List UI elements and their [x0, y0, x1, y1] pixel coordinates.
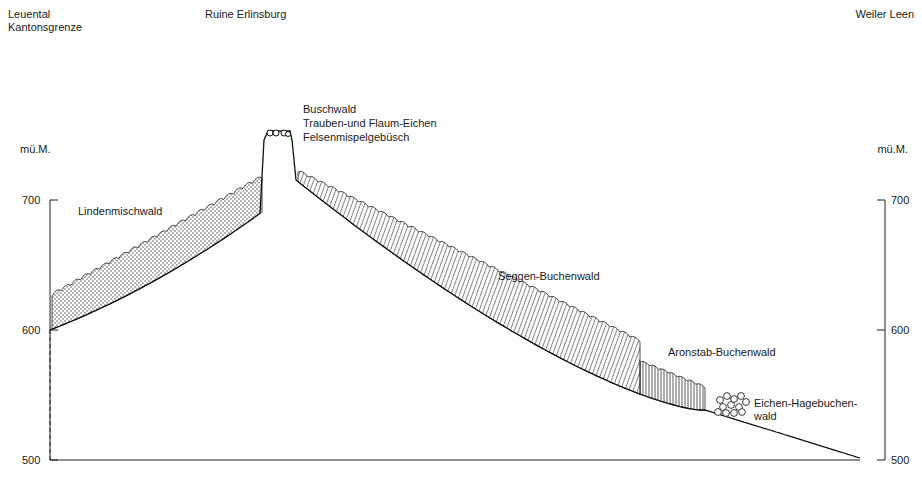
- axis-value: 500: [22, 454, 40, 467]
- forest-bands: [52, 171, 705, 410]
- axis-value: 600: [891, 324, 909, 337]
- axis-unit: mü.M.: [877, 143, 908, 156]
- place-label: Weiler Leen: [856, 8, 915, 21]
- arum-beech-band: [640, 361, 705, 410]
- place-label: Ruine Erlinsburg: [205, 8, 286, 21]
- vegetation-label: Felsenmispelgebüsch: [303, 131, 409, 144]
- vegetation-label: Aronstab-Buchenwald: [668, 346, 776, 359]
- linden-band: [52, 177, 262, 329]
- axis-value: 600: [22, 324, 40, 337]
- place-label: Leuental Kantonsgrenze: [8, 8, 108, 34]
- ground-line: [50, 131, 860, 458]
- vegetation-label: Lindenmischwald: [78, 205, 162, 218]
- axis-value: 700: [891, 194, 909, 207]
- axes: [50, 200, 885, 460]
- oak-hornbeam-cluster: [715, 393, 750, 417]
- vegetation-label: Trauben-und Flaum-Eichen: [303, 117, 437, 130]
- axis-unit: mü.M.: [20, 143, 51, 156]
- axis-value: 500: [891, 454, 909, 467]
- vegetation-label: Seggen-Buchenwald: [498, 270, 600, 283]
- axis-value: 700: [22, 194, 40, 207]
- vegetation-label: Eichen-Hagebuchen- wald: [754, 397, 858, 423]
- vegetation-label: Buschwald: [303, 103, 356, 116]
- sedge-beech-band: [298, 171, 640, 394]
- ruin-shrubs: [267, 130, 291, 137]
